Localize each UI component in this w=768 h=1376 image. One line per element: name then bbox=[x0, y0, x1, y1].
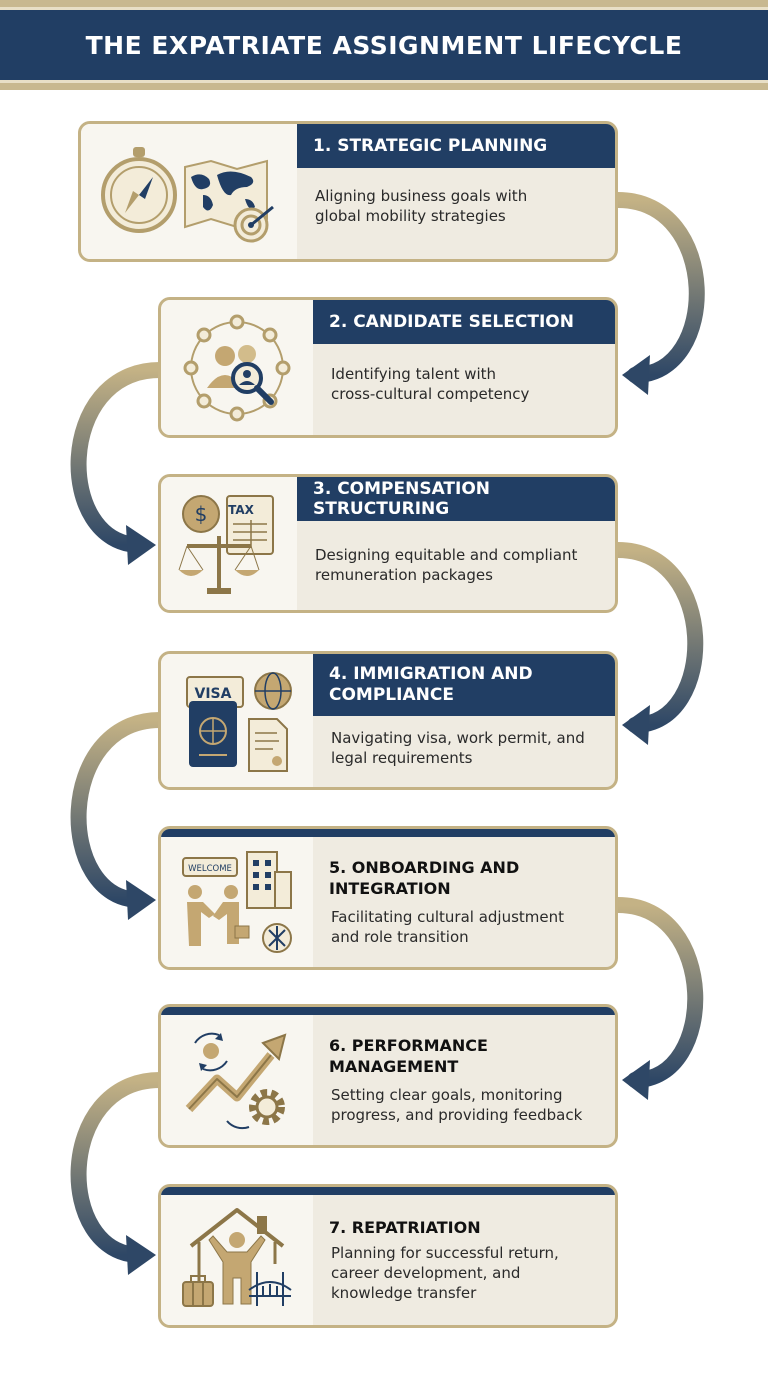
step-6-desc-line: Setting clear goals, monitoring bbox=[331, 1086, 563, 1104]
growth-arrow-gear-icon bbox=[185, 1032, 287, 1130]
arrow-3-to-4 bbox=[610, 542, 704, 745]
step-7-description: Planning for successful return, career d… bbox=[313, 1243, 615, 1303]
arrow-2-to-3 bbox=[70, 362, 168, 565]
step-6-title: 6. PERFORMANCE MANAGEMENT bbox=[313, 1035, 615, 1077]
step-6-top-strip bbox=[161, 1007, 615, 1015]
step-3-title-bar: 3. COMPENSATION STRUCTURING bbox=[297, 477, 615, 521]
step-3-icon-area: $ TAX bbox=[161, 477, 297, 610]
header-bar: THE EXPATRIATE ASSIGNMENT LIFECYCLE bbox=[0, 7, 768, 83]
talent-search-network-icon bbox=[183, 314, 291, 421]
step-3-desc-line: Designing equitable and compliant bbox=[315, 546, 578, 564]
step-3-title: 3. COMPENSATION STRUCTURING bbox=[313, 479, 491, 519]
step-4-desc-line: legal requirements bbox=[331, 749, 473, 767]
step-card-5: WELCOME 5. ONBOARDING AND INTEGRATION Fa… bbox=[158, 826, 618, 970]
step-3-description: Designing equitable and compliant remune… bbox=[297, 545, 615, 585]
step-2-title-bar: 2. CANDIDATE SELECTION bbox=[313, 300, 615, 344]
step-card-4: VISA 4. IMMIGRATION AND COMPLIANCE Navig… bbox=[158, 651, 618, 790]
step-2-title: 2. CANDIDATE SELECTION bbox=[329, 312, 574, 332]
step-4-icon-area: VISA bbox=[161, 654, 313, 787]
step-6-title-line: 6. PERFORMANCE bbox=[329, 1036, 488, 1055]
step-6-icon-area bbox=[161, 1015, 313, 1145]
step-4-description: Navigating visa, work permit, and legal … bbox=[313, 728, 615, 768]
step-5-top-strip bbox=[161, 829, 615, 837]
step-7-title: 7. REPATRIATION bbox=[313, 1217, 615, 1238]
step-7-desc-line: career development, and bbox=[331, 1264, 521, 1282]
step-1-title: 1. STRATEGIC PLANNING bbox=[313, 136, 548, 156]
step-6-description: Setting clear goals, monitoring progress… bbox=[313, 1085, 615, 1125]
step-card-2: 2. CANDIDATE SELECTION Identifying talen… bbox=[158, 297, 618, 438]
step-card-6: 6. PERFORMANCE MANAGEMENT Setting clear … bbox=[158, 1004, 618, 1148]
step-1-icon-area bbox=[81, 124, 297, 259]
welcome-label: WELCOME bbox=[188, 864, 232, 874]
arrow-4-to-5 bbox=[70, 712, 168, 920]
step-5-title: 5. ONBOARDING AND INTEGRATION bbox=[313, 857, 615, 899]
step-5-desc-line: and role transition bbox=[331, 928, 469, 946]
step-7-top-strip bbox=[161, 1187, 615, 1195]
step-1-desc-line: global mobility strategies bbox=[315, 207, 506, 225]
visa-passport-globe-icon: VISA bbox=[186, 671, 292, 772]
visa-label: VISA bbox=[195, 686, 232, 702]
welcome-handshake-building-icon: WELCOME bbox=[182, 851, 292, 953]
compass-map-target-icon bbox=[101, 146, 274, 242]
step-6-title-line: MANAGEMENT bbox=[329, 1057, 459, 1076]
step-7-title-line: 7. REPATRIATION bbox=[329, 1218, 481, 1237]
step-card-7: 7. REPATRIATION Planning for successful … bbox=[158, 1184, 618, 1328]
arrow-6-to-7 bbox=[70, 1072, 168, 1275]
scale-tax-coin-icon: $ TAX bbox=[178, 494, 274, 594]
step-7-desc-line: knowledge transfer bbox=[331, 1284, 477, 1302]
step-2-description: Identifying talent with cross-cultural c… bbox=[313, 364, 615, 404]
step-6-desc-line: progress, and providing feedback bbox=[331, 1106, 583, 1124]
step-7-icon-area bbox=[161, 1195, 313, 1325]
page-title: THE EXPATRIATE ASSIGNMENT LIFECYCLE bbox=[85, 30, 683, 60]
step-1-title-bar: 1. STRATEGIC PLANNING bbox=[297, 124, 615, 168]
step-card-1: 1. STRATEGIC PLANNING Aligning business … bbox=[78, 121, 618, 262]
arrow-5-to-6 bbox=[610, 897, 704, 1100]
step-5-title-line: INTEGRATION bbox=[329, 879, 451, 898]
step-2-desc-line: Identifying talent with bbox=[331, 365, 497, 383]
step-7-desc-line: Planning for successful return, bbox=[331, 1244, 559, 1262]
step-2-desc-line: cross-cultural competency bbox=[331, 385, 530, 403]
step-4-title-line: 4. IMMIGRATION AND bbox=[329, 664, 533, 684]
arrow-1-to-2 bbox=[610, 192, 705, 395]
home-return-luggage-icon bbox=[182, 1208, 292, 1307]
step-5-desc-line: Facilitating cultural adjustment bbox=[331, 908, 565, 926]
tax-label: TAX bbox=[228, 503, 255, 517]
step-3-desc-line: remuneration packages bbox=[315, 566, 493, 584]
step-2-icon-area bbox=[161, 300, 313, 435]
step-5-icon-area: WELCOME bbox=[161, 837, 313, 967]
step-1-desc-line: Aligning business goals with bbox=[315, 187, 528, 205]
step-1-description: Aligning business goals with global mobi… bbox=[297, 186, 615, 226]
step-5-description: Facilitating cultural adjustment and rol… bbox=[313, 907, 615, 947]
coin-label: $ bbox=[195, 502, 208, 526]
step-card-3: $ TAX 3. COMPENSATION STRUCTURING Design… bbox=[158, 474, 618, 613]
step-4-title-line: COMPLIANCE bbox=[329, 685, 454, 705]
header-band: THE EXPATRIATE ASSIGNMENT LIFECYCLE bbox=[0, 0, 768, 90]
step-4-title-bar: 4. IMMIGRATION AND COMPLIANCE bbox=[313, 654, 615, 716]
step-5-title-line: 5. ONBOARDING AND bbox=[329, 858, 520, 877]
step-4-desc-line: Navigating visa, work permit, and bbox=[331, 729, 585, 747]
